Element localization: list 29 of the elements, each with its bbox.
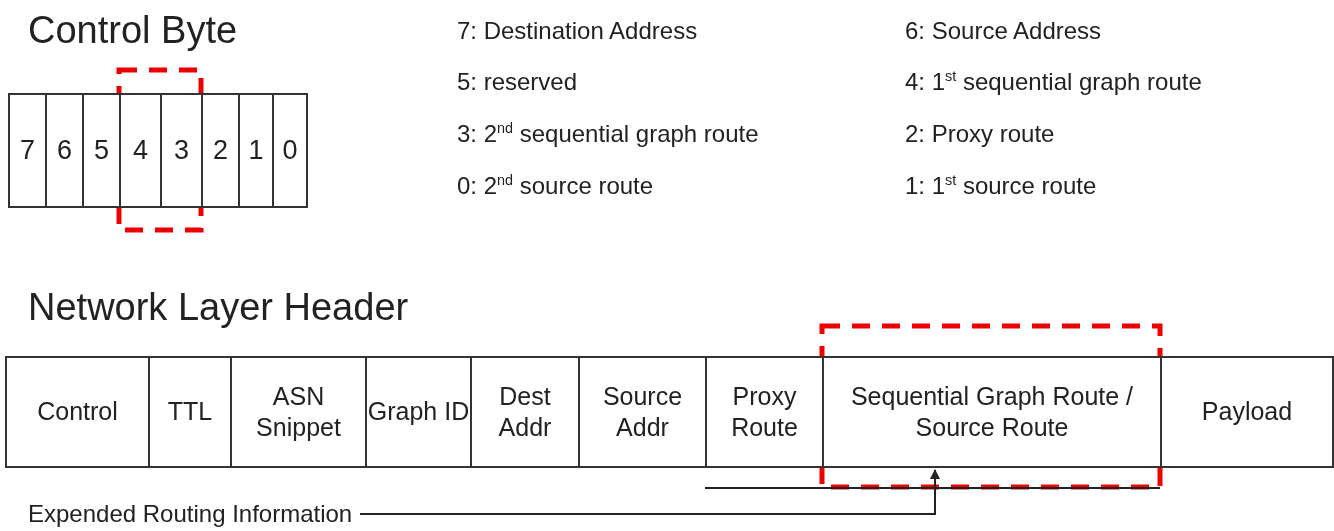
bit-description: 1: 1$^{st}$ source route — [905, 172, 1097, 201]
header-field: Control — [5, 356, 150, 468]
bit-cell: 3 — [160, 93, 203, 208]
bit-cell: 5 — [82, 93, 121, 208]
bit-description: 4: 1$^{st}$ sequential graph route — [905, 68, 1202, 97]
header-field: Dest Addr — [470, 356, 580, 468]
routing-info-text: Expended Routing Information — [28, 500, 353, 529]
bit-cell: 4 — [119, 93, 162, 208]
bit-description: 7: Destination Address — [457, 17, 698, 46]
bit-description: 2: Proxy route — [905, 120, 1055, 149]
bit-cell: 1 — [238, 93, 274, 208]
bit-cell: 0 — [272, 93, 308, 208]
section-heading: Control Byte — [28, 8, 238, 53]
bit-cell: 7 — [8, 93, 47, 208]
bit-cell: 6 — [45, 93, 84, 208]
bit-description: 0: 2$^{nd}$ source route — [457, 172, 654, 201]
header-field: Payload — [1160, 356, 1334, 468]
header-field: Proxy Route — [705, 356, 824, 468]
header-field: Graph ID — [365, 356, 472, 468]
bit-cell: 2 — [201, 93, 240, 208]
bit-description: 3: 2$^{nd}$ sequential graph route — [457, 120, 759, 149]
header-field: ASN Snippet — [230, 356, 367, 468]
header-field: TTL — [148, 356, 232, 468]
bit-description: 6: Source Address — [905, 17, 1102, 46]
section-heading: Network Layer Header — [28, 285, 409, 330]
leader-arrow — [359, 469, 940, 515]
header-field: Sequential Graph Route / Source Route — [822, 356, 1162, 468]
header-field: Source Addr — [578, 356, 707, 468]
bit-description: 5: reserved — [457, 68, 578, 97]
